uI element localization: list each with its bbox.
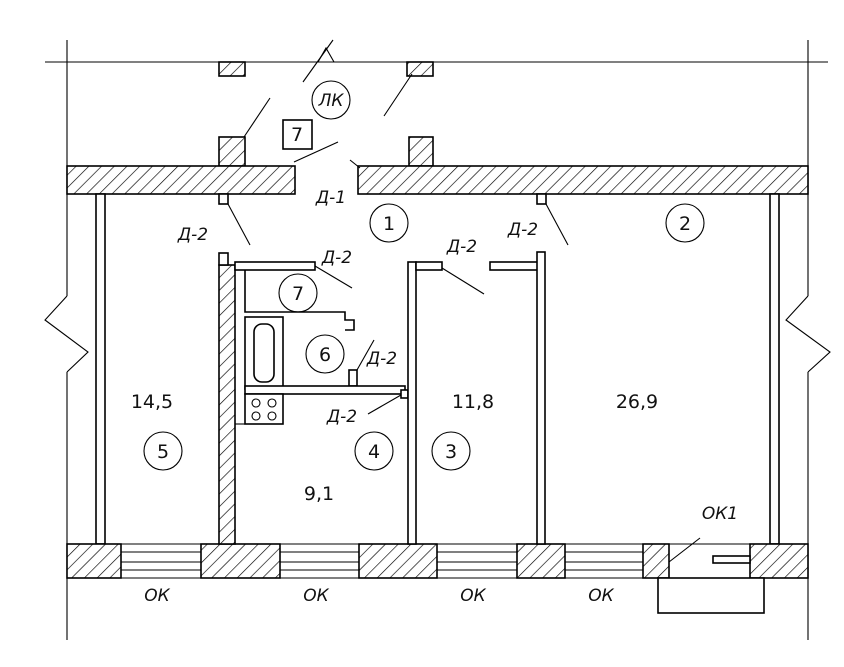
door-tag-d2-room2: Д-2 [507,220,538,240]
balcony-door [657,537,765,614]
stair-box [282,119,313,150]
svg-text:7: 7 [292,283,304,305]
svg-text:1: 1 [383,213,395,235]
window-tags: ОК ОК ОК ОК ОК1 [144,504,738,606]
area-room-3: 11,8 [452,391,494,413]
room-marker-7: 7 [278,273,318,313]
room-marker-2: 2 [665,203,705,243]
window-4 [565,543,643,579]
room-marker-3: 3 [431,431,471,471]
stair-label: ЛК [318,91,345,111]
door-tag-d2-room4: Д-2 [326,407,357,427]
svg-text:3: 3 [445,441,457,463]
stair-landing: 7 ЛК [218,61,434,167]
stove [244,393,284,425]
room-marker-4: 4 [354,431,394,471]
door-tag-d2-left: Д-2 [177,225,208,245]
svg-text:2: 2 [679,213,691,235]
svg-text:5: 5 [157,441,169,463]
door-tag-d2-room3: Д-2 [446,237,477,257]
window-tag-1: ОК [144,586,170,606]
door-tag-d2-kitchen: Д-2 [321,248,352,268]
svg-text:4: 4 [368,441,380,463]
room-marker-1: 1 [369,203,409,243]
window-3 [437,543,517,579]
area-labels: 14,5 9,1 11,8 26,9 [131,391,658,505]
svg-text:6: 6 [319,344,331,366]
area-room-4: 9,1 [304,483,334,505]
partitions [218,193,569,545]
side-walls [95,193,780,545]
door-tag-d2-bath: Д-2 [366,349,397,369]
door-tags: Д-1 Д-2 Д-2 Д-2 Д-2 Д-2 Д-2 [177,188,538,427]
stair-box-label: 7 [291,124,303,146]
window-tag-ok1: ОК1 [702,504,738,524]
area-room-5: 14,5 [131,391,173,413]
window-2 [280,543,359,579]
window-tag-4: ОК [588,586,614,606]
top-wall [66,159,809,195]
window-tag-3: ОК [460,586,486,606]
room-marker-6: 6 [305,334,345,374]
room-marker-5: 5 [143,431,183,471]
window-1 [121,543,201,579]
area-room-2: 26,9 [616,391,658,413]
room-numbers: 1 2 3 4 5 6 7 [143,203,705,471]
bottom-wall [66,537,809,614]
window-tag-2: ОК [303,586,329,606]
door-tag-d1: Д-1 [315,188,346,208]
